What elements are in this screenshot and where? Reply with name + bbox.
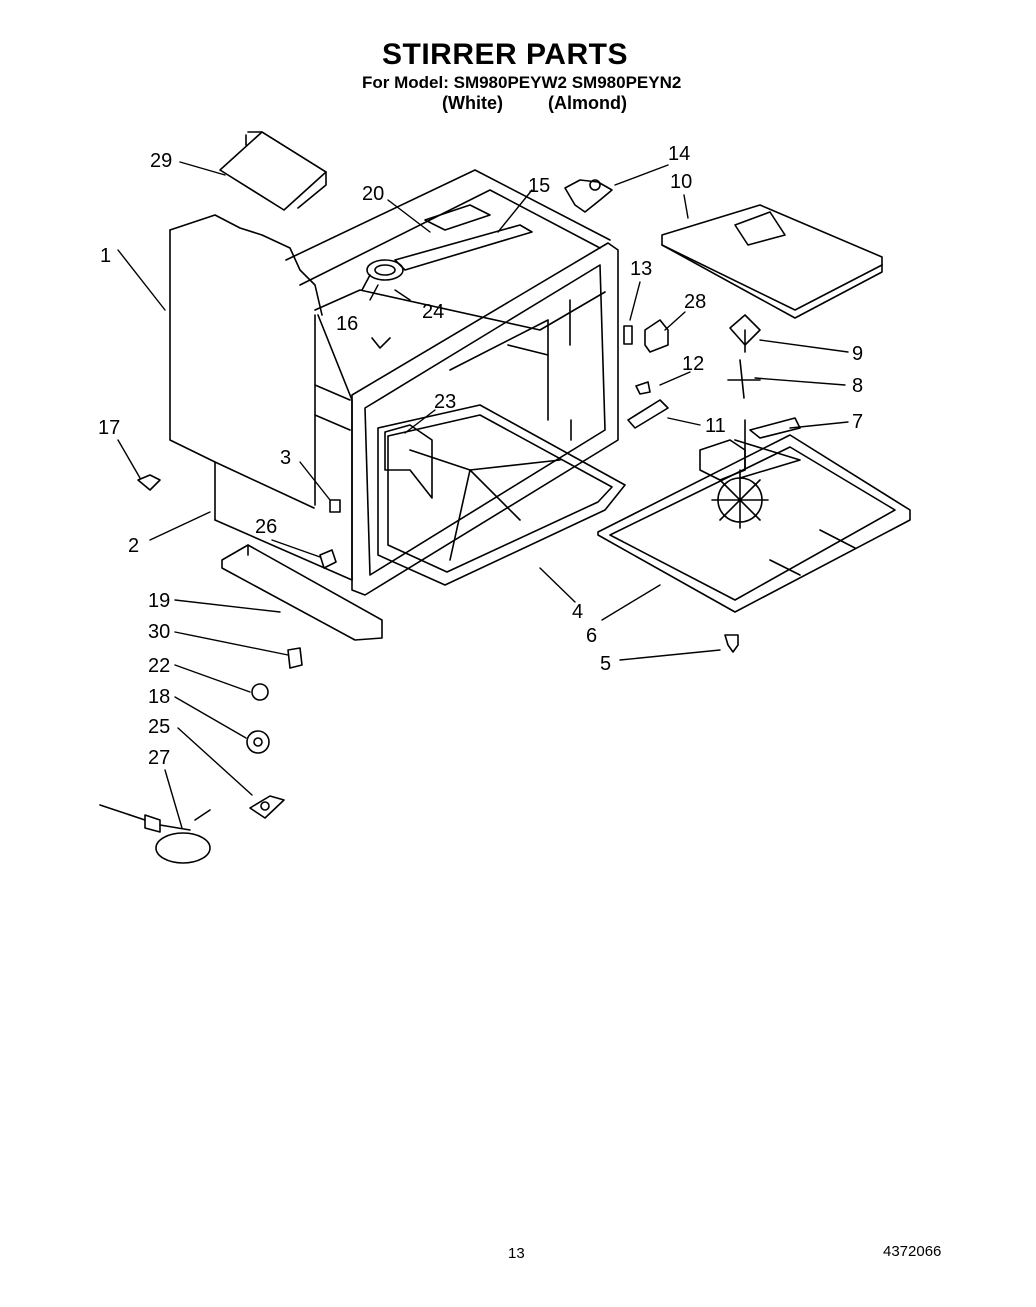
part-28-switch: [644, 319, 669, 353]
callout-26: 26: [255, 516, 277, 538]
callout-2: 2: [128, 535, 139, 557]
page-number: 13: [508, 1245, 525, 1262]
callout-7: 7: [852, 411, 863, 433]
callout-22: 22: [148, 655, 170, 677]
callout-24: 24: [422, 301, 444, 323]
callout-18: 18: [148, 686, 170, 708]
callout-20: 20: [362, 183, 384, 205]
callout-23: 23: [434, 391, 456, 413]
part-7-stirrer-blade: [699, 417, 801, 481]
callout-labels: 29 20 15 14 10 1 13 28 16 24 9 12 8 23 1…: [98, 143, 863, 769]
callout-1: 1: [100, 245, 111, 267]
part-19-rail: [221, 544, 383, 641]
part-3-clip: [329, 499, 341, 513]
part-22-grommet: [251, 683, 269, 701]
part-29-cover: [219, 131, 327, 211]
part-25-plate: [249, 795, 285, 819]
part-1-cabinet: [169, 169, 611, 581]
callout-25: 25: [148, 716, 170, 738]
model-line: For Model: SM980PEYW2 SM980PEYN2: [362, 73, 682, 92]
callout-19: 19: [148, 590, 170, 612]
part-23-shield: [384, 424, 433, 499]
callout-17: 17: [98, 417, 120, 439]
part-26-bracket: [319, 549, 337, 569]
callout-8: 8: [852, 375, 863, 397]
variant-almond: (Almond): [548, 93, 627, 113]
callout-10: 10: [670, 171, 692, 193]
callout-6: 6: [586, 625, 597, 647]
callout-4: 4: [572, 601, 583, 623]
callout-13: 13: [630, 258, 652, 280]
document-number: 4372066: [883, 1243, 942, 1260]
callout-29: 29: [150, 150, 172, 172]
callout-16: 16: [336, 313, 358, 335]
part-9-hub: [729, 314, 761, 353]
part-10-panel: [661, 204, 883, 319]
callout-9: 9: [852, 343, 863, 365]
stirrer-belt-assembly: [361, 204, 533, 349]
callout-28: 28: [684, 291, 706, 313]
leader-lines: [117, 161, 849, 829]
callout-11: 11: [705, 415, 726, 437]
part-11-strip: [627, 399, 669, 429]
variant-white: (White): [442, 93, 503, 113]
page-title: STIRRER PARTS: [382, 38, 628, 71]
part-18-gear: [246, 730, 270, 754]
callout-15: 15: [528, 175, 550, 197]
part-8-shaft: [727, 359, 761, 399]
part-27-thermal-cord: [99, 804, 211, 864]
callout-14: 14: [668, 143, 690, 165]
part-4-tray: [377, 404, 626, 586]
part-17-screw: [137, 474, 161, 491]
callout-3: 3: [280, 447, 291, 469]
part-30-screw: [287, 647, 303, 669]
callout-12: 12: [682, 353, 704, 375]
callout-30: 30: [148, 621, 170, 643]
part-6-plate: [597, 434, 911, 613]
front-frame: [351, 242, 619, 596]
part-5-screw: [724, 634, 739, 653]
part-13-clip: [623, 325, 633, 345]
callout-5: 5: [600, 653, 611, 675]
part-14-bracket: [564, 179, 613, 213]
part-12-screw: [635, 381, 651, 395]
callout-27: 27: [148, 747, 170, 769]
